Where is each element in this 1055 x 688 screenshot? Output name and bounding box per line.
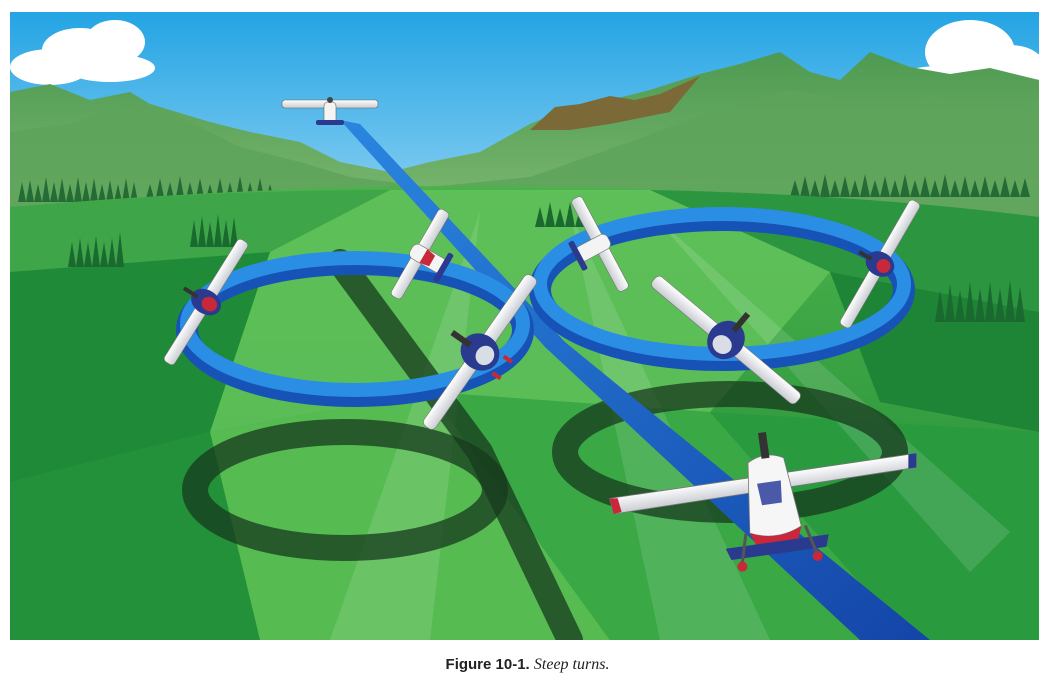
- steep-turns-illustration: [10, 12, 1039, 640]
- field-patch: [710, 412, 1039, 640]
- airplane-icon: [609, 432, 917, 572]
- flight-path-entry: [340, 120, 930, 640]
- figure-caption: Figure 10-1. Steep turns.: [0, 656, 1055, 674]
- airplane-icon: [281, 97, 379, 125]
- airplane-icon: [390, 208, 454, 300]
- airplane-icon: [423, 274, 537, 430]
- figure-number: Figure 10-1.: [445, 656, 530, 673]
- airplane-icon: [839, 199, 921, 329]
- figure-title: Steep turns.: [533, 656, 610, 673]
- airplane-icon: [568, 196, 629, 292]
- cloud-icon: [10, 20, 155, 85]
- airplane-icon: [163, 238, 249, 366]
- tree-line: [68, 202, 1025, 322]
- field-patch: [210, 392, 610, 640]
- mountain-peak: [530, 76, 700, 130]
- airplane-icon: [651, 275, 801, 405]
